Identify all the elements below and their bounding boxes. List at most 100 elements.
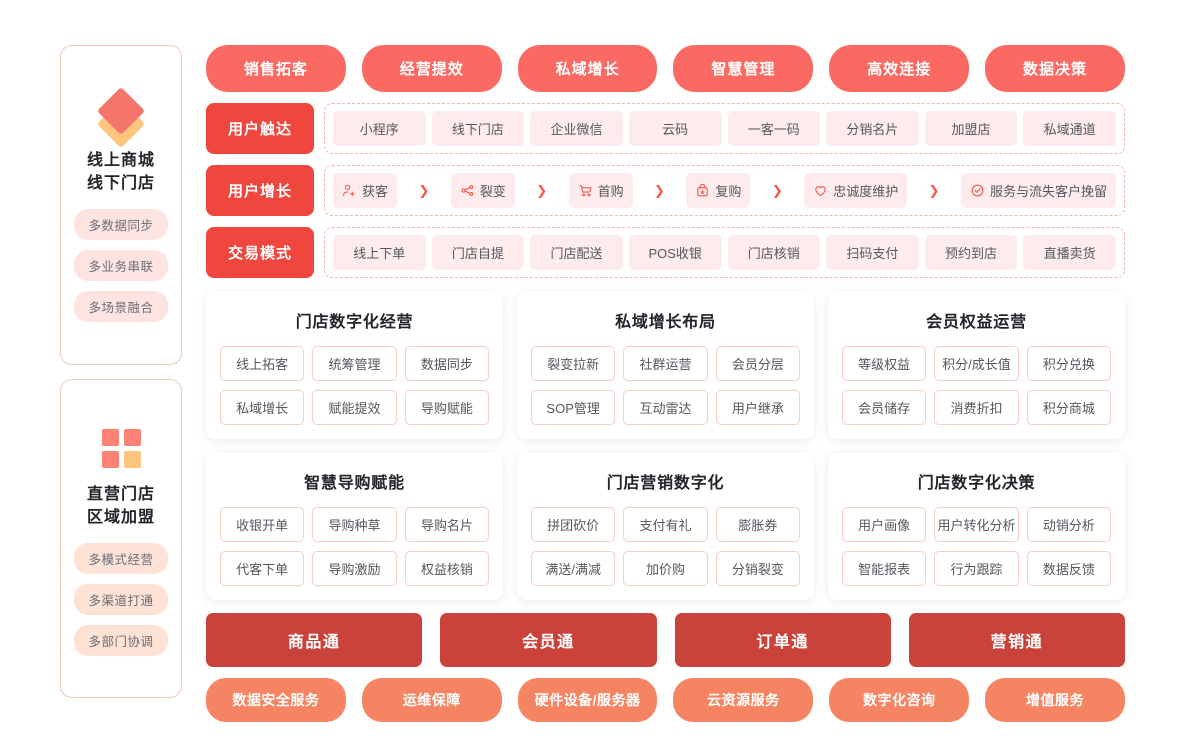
reach-chip[interactable]: 私域通道 [1023, 111, 1116, 146]
growth-step-retention[interactable]: 服务与流失客户挽留 [960, 173, 1116, 208]
sidebar-tag-list: 多数据同步 多业务串联 多场景融合 [69, 209, 173, 323]
card-chip[interactable]: 分销裂变 [715, 551, 800, 586]
card-chip[interactable]: 动销分析 [1026, 507, 1111, 542]
transaction-chip[interactable]: 线上下单 [333, 235, 426, 270]
growth-step-fission[interactable]: 裂变 [450, 173, 515, 208]
row-chip-container: 线上下单 门店自提 门店配送 POS收银 门店核销 扫码支付 预约到店 直播卖货 [324, 227, 1125, 278]
capability-card-store-marketing: 门店营销数字化 拼团砍价 支付有礼 膨胀券 满送/满减 加价购 分销裂变 [517, 453, 814, 600]
reach-chip[interactable]: 加盟店 [924, 111, 1018, 146]
sidebar-tag: 多模式经营 [74, 542, 168, 574]
benefit-pill[interactable]: 私域增长 [517, 45, 658, 92]
transaction-chip[interactable]: 门店配送 [530, 235, 623, 270]
card-chip[interactable]: 私域增长 [220, 390, 305, 425]
card-chip[interactable]: 加价购 [623, 551, 708, 586]
card-chip[interactable]: 积分商城 [1026, 390, 1111, 425]
card-title: 智慧导购赋能 [304, 475, 405, 492]
transaction-chip[interactable]: 预约到店 [924, 235, 1018, 270]
growth-arrow-icon: ❯ [536, 183, 548, 198]
growth-step-repurchase[interactable]: 复购 [686, 173, 751, 208]
card-chip[interactable]: 满送/满减 [531, 551, 616, 586]
row-user-growth: 用户增长 获客 ❯ 裂变 ❯ [206, 165, 1125, 216]
transaction-chip[interactable]: 直播卖货 [1023, 235, 1116, 270]
sidebar-card-title: 线上商城 线下门店 [86, 152, 155, 193]
capability-card-smart-guide: 智慧导购赋能 收银开单 导购种草 导购名片 代客下单 导购激励 权益核销 [206, 453, 503, 600]
card-chip[interactable]: 用户转化分析 [934, 507, 1019, 542]
reach-chip[interactable]: 企业微信 [530, 111, 623, 146]
card-chip[interactable]: 用户继承 [715, 390, 800, 425]
growth-step-acquire[interactable]: 获客 [333, 173, 398, 208]
sidebar-tag: 多渠道打通 [74, 583, 168, 615]
card-chip-list: 用户画像 用户转化分析 动销分析 智能报表 行为跟踪 数据反馈 [842, 507, 1111, 586]
card-chip[interactable]: 统筹管理 [312, 346, 397, 381]
capability-card-grid: 门店数字化经营 线上拓客 统筹管理 数据同步 私域增长 赋能提效 导购赋能 私域… [206, 292, 1125, 600]
benefit-pill[interactable]: 经营提效 [361, 45, 502, 92]
card-title: 会员权益运营 [926, 314, 1027, 331]
card-chip[interactable]: 权益核销 [404, 551, 489, 586]
card-chip[interactable]: 导购种草 [312, 507, 397, 542]
growth-step-label: 获客 [362, 184, 389, 199]
card-chip[interactable]: SOP管理 [531, 390, 616, 425]
card-chip[interactable]: 行为跟踪 [934, 551, 1019, 586]
gift-bag-star-icon [697, 183, 709, 197]
card-chip[interactable]: 智能报表 [842, 551, 927, 586]
service-pill[interactable]: 云资源服务 [673, 678, 814, 722]
main-content: 销售拓客 经营提效 私域增长 智慧管理 高效连接 数据决策 用户触达 小程序 线… [206, 45, 1125, 722]
card-chip[interactable]: 用户画像 [842, 507, 927, 542]
reach-chip[interactable]: 小程序 [333, 111, 426, 146]
benefit-pill[interactable]: 高效连接 [829, 45, 970, 92]
service-pill[interactable]: 运维保障 [361, 678, 502, 722]
card-title: 门店数字化决策 [917, 475, 1036, 492]
card-chip[interactable]: 数据反馈 [1026, 551, 1111, 586]
card-chip[interactable]: 互动雷达 [623, 390, 708, 425]
card-chip[interactable]: 积分兑换 [1026, 346, 1111, 381]
card-chip[interactable]: 支付有礼 [623, 507, 708, 542]
growth-arrow-icon: ❯ [928, 183, 940, 198]
reach-chip[interactable]: 云码 [628, 111, 722, 146]
card-chip[interactable]: 代客下单 [220, 551, 305, 586]
platform-bar[interactable]: 商品通 [206, 613, 423, 667]
reach-chip[interactable]: 线下门店 [431, 111, 525, 146]
service-pill[interactable]: 数字化咨询 [829, 678, 970, 722]
platform-bar[interactable]: 订单通 [674, 613, 891, 667]
growth-step-label: 忠诚度维护 [833, 184, 899, 199]
card-chip[interactable]: 导购赋能 [404, 390, 489, 425]
card-chip-list: 线上拓客 统筹管理 数据同步 私域增长 赋能提效 导购赋能 [220, 346, 489, 425]
growth-step-loyalty[interactable]: 忠诚度维护 [804, 173, 908, 208]
card-chip[interactable]: 导购激励 [312, 551, 397, 586]
transaction-chip[interactable]: 门店核销 [727, 235, 821, 270]
transaction-chip[interactable]: 门店自提 [431, 235, 525, 270]
reach-chip[interactable]: 分销名片 [826, 111, 919, 146]
card-chip[interactable]: 等级权益 [842, 346, 927, 381]
card-chip[interactable]: 线上拓客 [220, 346, 305, 381]
growth-step-first-purchase[interactable]: 首购 [568, 173, 633, 208]
card-title: 门店营销数字化 [606, 475, 725, 492]
card-chip[interactable]: 导购名片 [404, 507, 489, 542]
sidebar-card-direct-stores: 直营门店 区域加盟 多模式经营 多渠道打通 多部门协调 [60, 378, 182, 698]
platform-bar[interactable]: 会员通 [440, 613, 657, 667]
service-pill[interactable]: 数据安全服务 [206, 678, 346, 722]
service-pill[interactable]: 增值服务 [985, 678, 1125, 722]
platform-bar-row: 商品通 会员通 订单通 营销通 [206, 613, 1125, 667]
card-chip[interactable]: 社群运营 [623, 346, 708, 381]
card-chip[interactable]: 裂变拉新 [531, 346, 616, 381]
card-chip[interactable]: 积分/成长值 [934, 346, 1019, 381]
reach-chip[interactable]: 一客一码 [727, 111, 821, 146]
card-title: 门店数字化经营 [295, 314, 414, 331]
card-chip[interactable]: 会员储存 [842, 390, 927, 425]
transaction-chip[interactable]: POS收银 [628, 235, 722, 270]
card-chip[interactable]: 数据同步 [404, 346, 489, 381]
sidebar-card-title: 直营门店 区域加盟 [86, 485, 155, 526]
card-chip[interactable]: 膨胀券 [715, 507, 800, 542]
service-pill[interactable]: 硬件设备/服务器 [517, 678, 658, 722]
benefit-pill[interactable]: 销售拓客 [206, 45, 346, 92]
platform-bar[interactable]: 营销通 [908, 613, 1125, 667]
transaction-chip[interactable]: 扫码支付 [826, 235, 919, 270]
benefit-pill[interactable]: 智慧管理 [673, 45, 814, 92]
card-chip[interactable]: 消费折扣 [934, 390, 1019, 425]
card-chip[interactable]: 会员分层 [715, 346, 800, 381]
card-chip[interactable]: 收银开单 [220, 507, 305, 542]
card-chip[interactable]: 赋能提效 [312, 390, 397, 425]
benefit-pill[interactable]: 数据决策 [985, 45, 1125, 92]
card-chip[interactable]: 拼团砍价 [531, 507, 616, 542]
growth-step-label: 裂变 [479, 184, 506, 199]
